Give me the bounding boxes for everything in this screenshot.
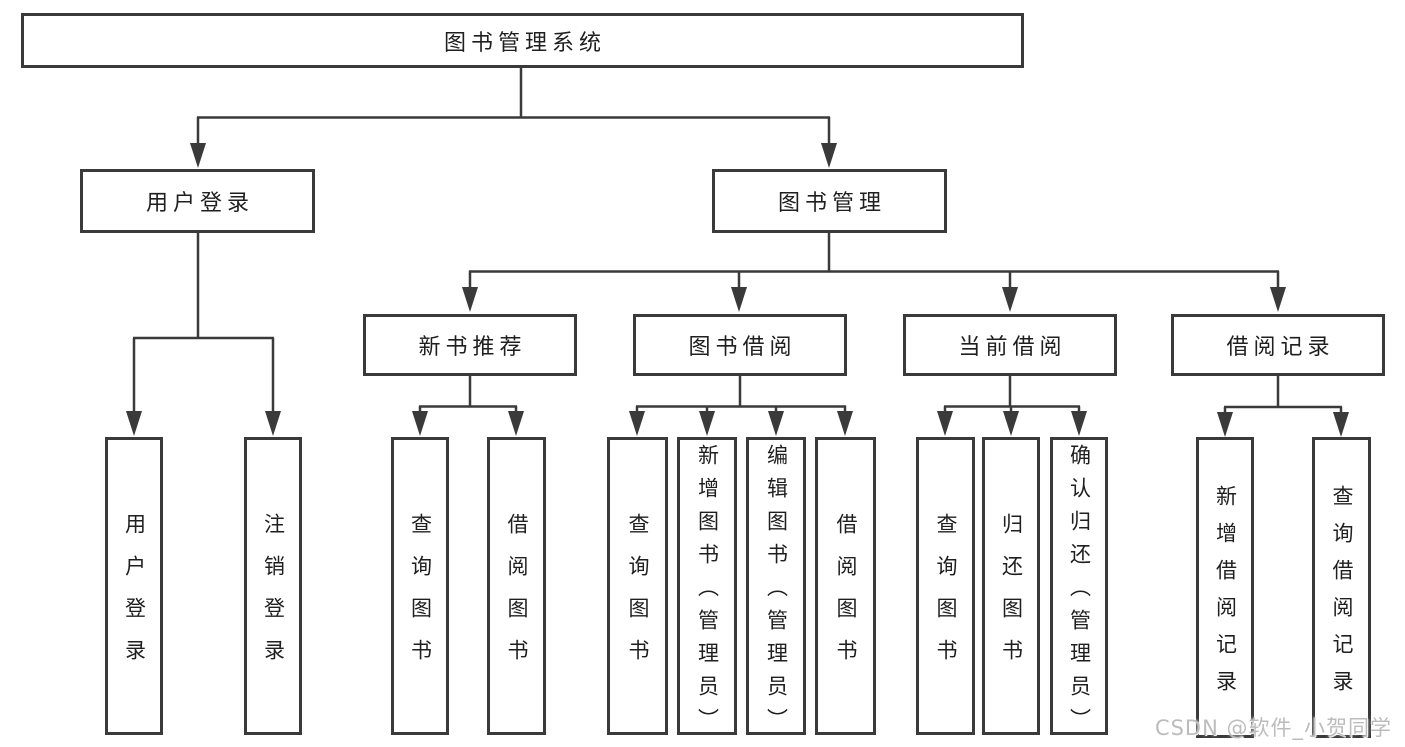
node-book-management-label: 图书管理 — [777, 191, 886, 216]
leaf-logout: 注销登录 — [244, 437, 302, 735]
leaf-query-books-1: 查询图书 — [391, 437, 449, 735]
node-book-management: 图书管理 — [712, 169, 947, 233]
node-borrow-records-label: 借阅记录 — [1226, 335, 1335, 360]
leaf-borrow-books-1-label: 借阅图书 — [505, 512, 529, 681]
node-root-label: 图书管理系统 — [443, 30, 606, 56]
leaf-query-books-2-label: 查询图书 — [626, 512, 650, 681]
leaf-borrow-books-1: 借阅图书 — [487, 437, 546, 735]
leaf-edit-book-admin-label: 编辑图书（管理员） — [764, 443, 789, 741]
leaf-query-books-3: 查询图书 — [916, 437, 975, 735]
leaf-query-books-2: 查询图书 — [607, 437, 668, 735]
leaf-add-book-admin-label: 新增图书（管理员） — [695, 443, 720, 741]
node-new-book-recommend: 新书推荐 — [363, 314, 577, 376]
leaf-user-login-label: 用户登录 — [122, 512, 147, 681]
leaf-return-books-label: 归还图书 — [999, 512, 1024, 681]
node-book-borrow-label: 图书借阅 — [688, 335, 797, 360]
leaf-query-borrow-record: 查询借阅记录 — [1312, 437, 1371, 738]
leaf-query-borrow-record-label: 查询借阅记录 — [1330, 484, 1354, 707]
node-borrow-records: 借阅记录 — [1171, 314, 1385, 376]
leaf-add-borrow-record-label: 新增借阅记录 — [1213, 484, 1238, 707]
leaf-user-login: 用户登录 — [105, 437, 163, 735]
watermark: CSDN @软件_小贺同学 — [1154, 716, 1392, 740]
leaf-confirm-return-admin-label: 确认归还（管理员） — [1067, 443, 1092, 741]
leaf-borrow-books-2-label: 借阅图书 — [834, 512, 858, 681]
node-current-borrow: 当前借阅 — [903, 314, 1117, 376]
node-user-login: 用户登录 — [80, 169, 315, 233]
leaf-add-borrow-record: 新增借阅记录 — [1196, 437, 1254, 738]
leaf-confirm-return-admin: 确认归还（管理员） — [1050, 437, 1108, 741]
leaf-query-books-3-label: 查询图书 — [934, 512, 958, 681]
leaf-query-books-1-label: 查询图书 — [408, 512, 433, 681]
leaf-logout-label: 注销登录 — [261, 512, 286, 681]
leaf-borrow-books-2: 借阅图书 — [815, 437, 876, 735]
node-book-borrow: 图书借阅 — [633, 314, 847, 376]
leaf-edit-book-admin: 编辑图书（管理员） — [746, 437, 806, 741]
node-new-book-recommend-label: 新书推荐 — [418, 335, 527, 360]
node-current-borrow-label: 当前借阅 — [958, 335, 1067, 360]
leaf-return-books: 归还图书 — [982, 437, 1040, 735]
node-user-login-label: 用户登录 — [145, 191, 254, 216]
node-root: 图书管理系统 — [21, 13, 1024, 68]
leaf-add-book-admin: 新增图书（管理员） — [677, 437, 737, 741]
arrowheads — [126, 143, 1349, 437]
